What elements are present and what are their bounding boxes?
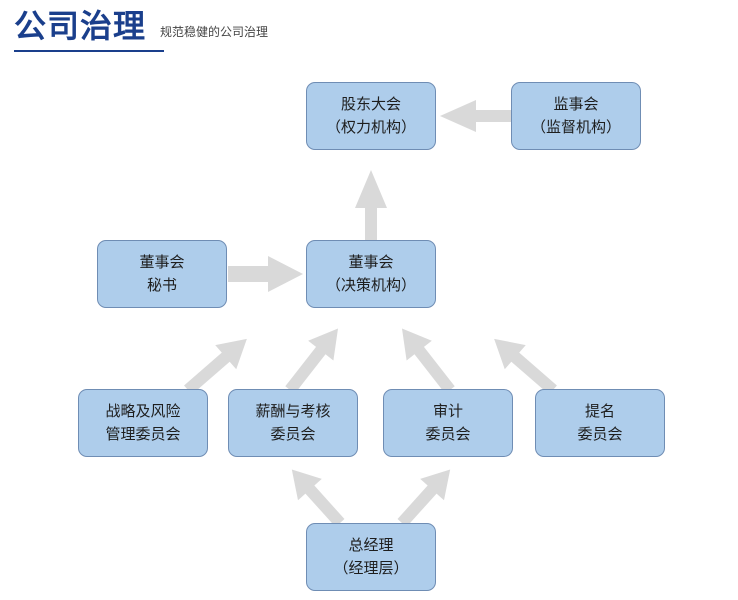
node-general-manager: 总经理 （经理层） xyxy=(306,523,436,591)
node-nomination-committee: 提名 委员会 xyxy=(535,389,665,457)
node-supervisory-board: 监事会 （监督机构） xyxy=(511,82,641,150)
node-line: 总经理 xyxy=(348,536,394,554)
arrow-audit-to-board xyxy=(401,328,455,394)
node-line: 薪酬与考核 xyxy=(255,402,331,420)
node-line: 委员会 xyxy=(425,425,471,443)
node-board-secretary: 董事会 秘书 xyxy=(97,240,227,308)
page-subtitle: 规范稳健的公司治理 xyxy=(160,25,269,39)
node-line: （决策机构） xyxy=(325,276,416,294)
node-line: 审计 xyxy=(432,402,463,420)
node-line: 提名 xyxy=(584,402,615,420)
node-line: 秘书 xyxy=(146,276,177,294)
page-title: 公司治理 xyxy=(14,7,147,45)
page-header: 公司治理 规范稳健的公司治理 xyxy=(14,6,268,46)
node-line: （监督机构） xyxy=(530,118,621,136)
node-line: 委员会 xyxy=(577,425,623,443)
node-line: （经理层） xyxy=(333,559,409,577)
committee-arrows xyxy=(184,328,557,528)
arrow-secretary-to-board xyxy=(228,256,303,292)
arrow-board-to-shareholders xyxy=(355,170,387,240)
node-shareholders-meeting: 股东大会 （权力机构） xyxy=(306,82,436,150)
arrow-gm-to-audit xyxy=(397,469,451,528)
arrow-strategy-to-board xyxy=(184,338,247,395)
node-strategy-risk-committee: 战略及风险 管理委员会 xyxy=(78,389,208,457)
node-line: 委员会 xyxy=(270,425,316,443)
arrow-gm-to-remuneration xyxy=(291,469,345,528)
node-line: 董事会 xyxy=(348,253,394,271)
node-line: 监事会 xyxy=(553,95,599,113)
node-line: （权力机构） xyxy=(325,118,416,136)
arrow-remuneration-to-board xyxy=(285,328,339,394)
arrow-nomination-to-board xyxy=(494,338,557,395)
title-underline xyxy=(14,50,164,52)
node-line: 董事会 xyxy=(139,253,185,271)
node-line: 股东大会 xyxy=(340,95,401,113)
node-remuneration-committee: 薪酬与考核 委员会 xyxy=(228,389,358,457)
arrow-supervisors-to-shareholders xyxy=(440,100,511,132)
node-board-of-directors: 董事会 （决策机构） xyxy=(306,240,436,308)
node-audit-committee: 审计 委员会 xyxy=(383,389,513,457)
node-line: 战略及风险 xyxy=(105,402,181,420)
node-line: 管理委员会 xyxy=(105,425,181,443)
